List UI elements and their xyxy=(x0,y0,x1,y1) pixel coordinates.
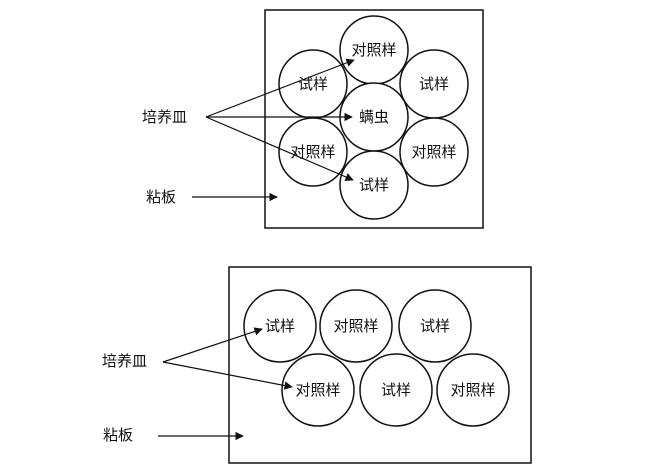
circle-label: 试样 xyxy=(359,176,389,194)
petri-dish-circle xyxy=(399,117,469,187)
petri-dish-circle xyxy=(319,289,393,363)
circle-label: 试样 xyxy=(381,381,411,399)
sticky-plate-frame-1 xyxy=(264,9,484,229)
diagram-2: 试样 对照样 试样 对照样 试样 对照样 培养皿 粘板 xyxy=(102,266,532,464)
circle-label: 对照样 xyxy=(450,381,495,399)
circle-label: 对照样 xyxy=(333,317,378,335)
arrow-line xyxy=(205,58,355,118)
circle-label: 对照样 xyxy=(411,143,456,161)
petri-dish-circle xyxy=(359,353,433,427)
sticky-plate-frame-2 xyxy=(228,266,532,464)
plate-label: 粘板 xyxy=(103,426,133,444)
petri-dish-circle xyxy=(339,150,409,220)
circle-label: 试样 xyxy=(419,75,449,93)
circle-label: 对照样 xyxy=(351,41,396,59)
dish-label: 培养皿 xyxy=(102,352,147,370)
petri-dish-circle xyxy=(398,289,472,363)
petri-dish-circle xyxy=(278,117,348,187)
circle-label: 试样 xyxy=(420,317,450,335)
petri-dish-circle xyxy=(281,353,355,427)
petri-dish-circle xyxy=(243,289,317,363)
diagram-1: 对照样 试样 试样 螨虫 对照样 对照样 试样 培养皿 粘板 xyxy=(142,9,484,229)
petri-dish-circle xyxy=(436,353,510,427)
arrow-line xyxy=(162,361,293,390)
circle-label: 试样 xyxy=(298,75,328,93)
circle-label: 对照样 xyxy=(290,143,335,161)
dish-label: 培养皿 xyxy=(142,108,187,126)
circle-label: 试样 xyxy=(265,317,295,335)
arrow-line xyxy=(205,116,354,181)
circle-label: 对照样 xyxy=(295,381,340,399)
plate-label: 粘板 xyxy=(146,188,176,206)
arrow-line xyxy=(162,327,263,363)
circle-label: 螨虫 xyxy=(359,108,389,126)
